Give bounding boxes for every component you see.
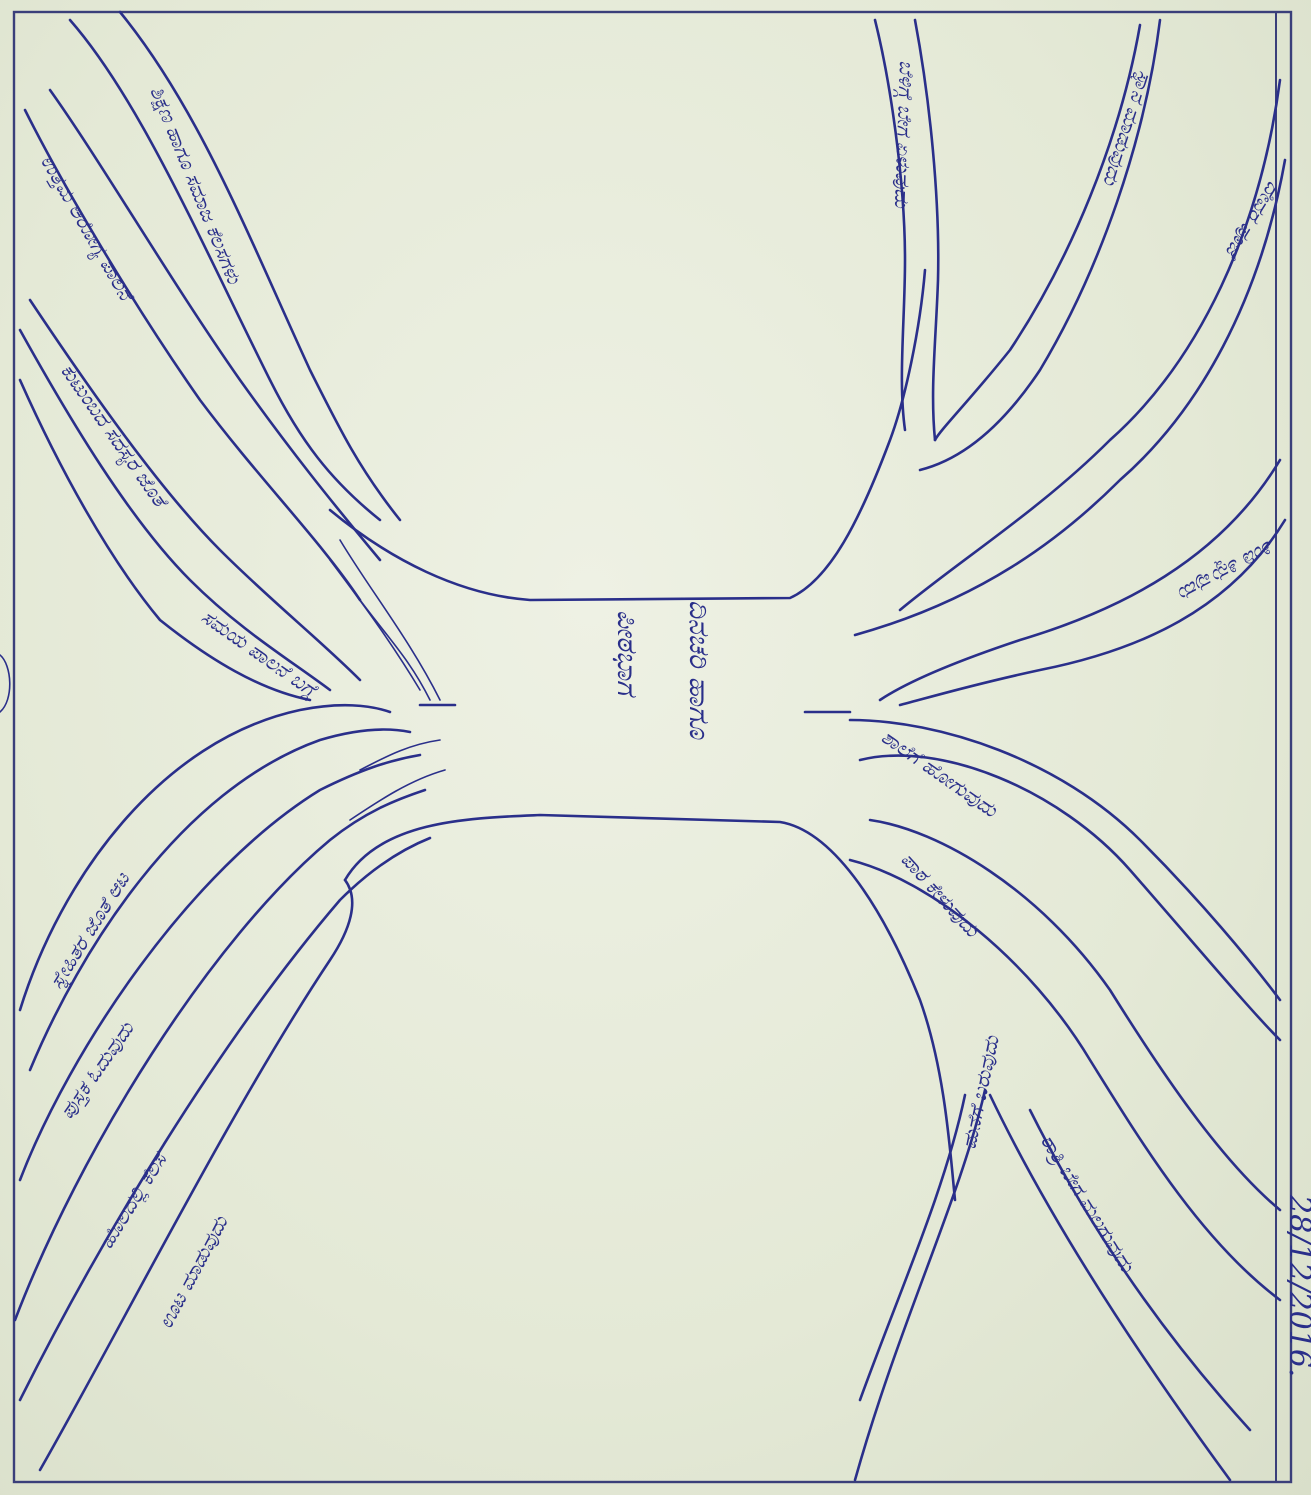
branch-right-2 <box>850 820 1280 1300</box>
label-right-1: ಶಾಲೆಗೆ ಹೋಗುವುದು <box>877 724 1003 822</box>
central-trunk <box>330 270 955 1200</box>
edge-mark <box>0 655 10 712</box>
label-bottom-right-1: ಮನೆಗೆ ಬರುವುದು <box>956 1032 1004 1151</box>
label-left-3: ಹೊಲದಲ್ಲಿ ಕೆಲಸ <box>94 1147 173 1253</box>
branch-top-right-3 <box>855 80 1285 635</box>
center-title-line2: ದಿನಚರಿ ಹಾಗೂ <box>683 600 716 741</box>
label-left-1: ಸ್ನೇಹಿತರ ಜೊತೆ ಆಟ <box>44 867 136 993</box>
branch-bottom-right-2 <box>990 1095 1250 1480</box>
label-right-2: ಪಾಠ ಕೇಳುವುದು <box>896 847 985 942</box>
branch-top-right-2 <box>920 20 1160 470</box>
label-top-right-4: ತಿಂಡಿ ತಿನ್ನುವುದು <box>1173 534 1279 607</box>
label-top-right-1: ಬೆಳಿಗ್ಗೆ ಬೇಗ ಏಳುವುದು <box>889 60 919 210</box>
center-title-line1: ಪೀಠಭಾಗ <box>611 610 644 699</box>
date-text: 28/12/2016. <box>1282 1194 1311 1377</box>
label-bottom-right-2: ರಾತ್ರಿ ಬೇಗ ಮಲಗುವುದು <box>1035 1130 1141 1278</box>
branch-top-left-2 <box>25 90 380 600</box>
branch-left-4 <box>40 880 352 1470</box>
branch-top-left-3 <box>20 300 360 690</box>
label-left-2: ಪುಸ್ತಕ ಓದುವುದು <box>54 1016 140 1124</box>
label-left-4: ಊಟ ಮಾಡುವುದು <box>153 1210 233 1332</box>
label-top-left-4: ಸಮಯ ಪಾಲನೆ ಬಗ್ಗೆ <box>197 604 323 703</box>
label-top-left-3: ಕುಟುಂಬದ ಸದಸ್ಯರ ಜೊತೆ <box>54 359 175 515</box>
label-top-left-2: ಉತ್ತಮ ಆರೋಗ್ಯ ಪಾಲನೆ <box>33 151 140 309</box>
